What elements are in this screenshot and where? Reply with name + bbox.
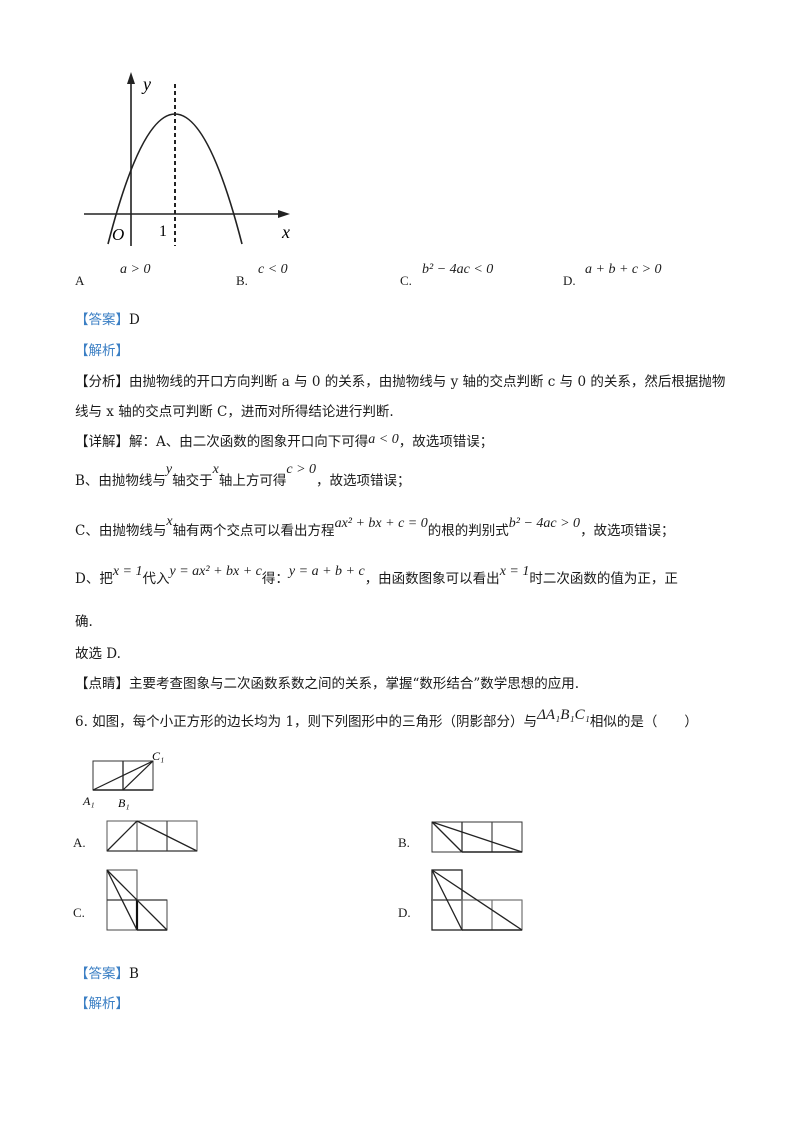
dianjing-tag: 【点睛】 [75,676,129,692]
answer-tag: 【答案】 [75,312,129,328]
triangle-a1b1c1: ΔA₁B₁C₁ [537,707,590,723]
tick-label-1: 1 [159,223,167,240]
parabola-graph: y x O 1 [84,72,290,246]
xiangjie-tag: 【详解】 [75,434,129,450]
q5-option-d-letter: D. [563,273,576,288]
q6-analysis-tag: 【解析】 [75,996,129,1012]
q5-option-d-expr: a + b + c > 0 [585,262,662,277]
q6-stem: 6. 如图，每个小正方形的边长均为 1，则下列图形中的三角形（阴影部分）与ΔA₁… [75,707,698,730]
q5-option-c-letter: C. [400,273,412,288]
label-c1: C₁ [152,749,164,763]
xiangjie-d: D、把x = 1代入y = ax² + bx + c得：y = a + b + … [75,564,678,587]
q6-option-d-figure[interactable] [431,869,527,935]
label-b1: B₁ [118,796,130,810]
q5-option-b-expr: c < 0 [258,262,288,277]
answer-value: B [129,966,139,982]
dianjing: 【点睛】主要考查图象与二次函数系数之间的关系，掌握“数形结合”数学思想的应用. [75,676,580,692]
xiangjie-c: C、由抛物线与x轴有两个交点可以看出方程ax² + bx + c = 0的根的判… [75,514,675,539]
answer-value: D [129,312,140,328]
xiangjie-d-line2: 确. [75,614,93,630]
analysis-tag: 【解析】 [75,343,129,359]
xiangjie-a: 【详解】解：A、由二次函数的图象开口向下可得a < 0，故选项错误； [75,432,494,450]
q5-option-c-expr: b² − 4ac < 0 [422,262,494,277]
xiangjie-b: B、由抛物线与y轴交于x轴上方可得c > 0，故选项错误； [75,462,411,489]
q5-answer: 【答案】D [75,311,140,329]
q5-option-b-letter: B. [236,273,248,288]
q6-option-c-figure[interactable] [106,869,172,935]
conclusion: 故选 D. [75,646,121,662]
fenxi-tag: 【分析】 [75,374,129,390]
label-a1: A₁ [82,794,95,808]
q6-option-d-letter[interactable]: D. [398,905,411,920]
q6-option-a-figure[interactable] [106,819,202,855]
q6-option-a-letter[interactable]: A. [73,835,86,850]
x-axis-label: x [281,222,290,242]
answer-tag: 【答案】 [75,966,129,982]
q6-option-b-figure[interactable] [431,820,527,856]
fenxi-line2: 线与 x 轴的交点可判断 C，进而对所得结论进行判断. [75,404,394,420]
q6-answer: 【答案】B [75,965,139,983]
q5-option-a-letter: A [75,273,85,288]
q6-option-c-letter[interactable]: C. [73,905,85,920]
fenxi-line1: 【分析】由抛物线的开口方向判断 a 与 0 的关系，由抛物线与 y 轴的交点判断… [75,374,726,390]
y-axis-label: y [141,74,151,94]
reference-figure: C₁ A₁ B₁ [82,749,164,810]
q6-option-b-letter[interactable]: B. [398,835,410,850]
q5-option-a-expr: a > 0 [120,262,151,277]
origin-label: O [112,225,124,244]
